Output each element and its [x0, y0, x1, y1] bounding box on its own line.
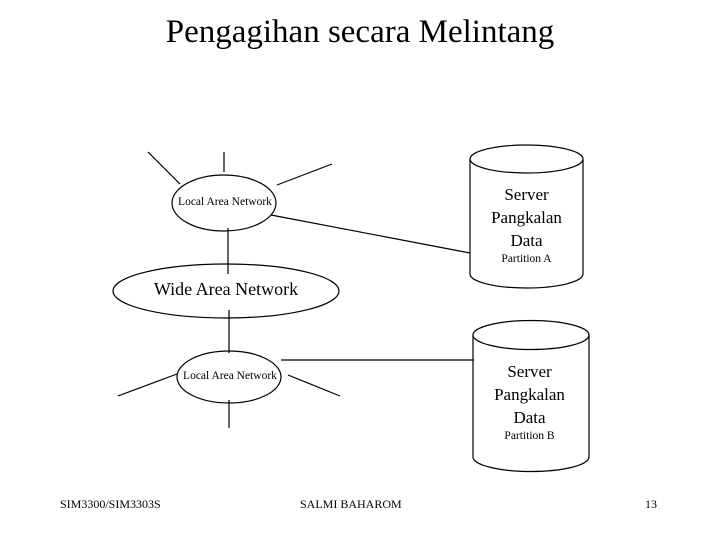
server-b-line-1: Server: [507, 362, 552, 381]
server-a-line-3: Data: [510, 231, 543, 250]
node-lan-bottom-shape: [176, 350, 282, 404]
node-label-server-b: Server Pangkalan Data Partition B: [471, 360, 588, 444]
stub-lan-top-north-east: [276, 163, 333, 186]
node-server-a-shape: [469, 144, 584, 289]
node-wan-shape: [112, 263, 340, 319]
node-label-wan: Wide Area Network: [153, 279, 299, 299]
page-title: Pengagihan secara Melintang: [165, 14, 555, 50]
footer-course-code: SIM3300/SIM3303S: [60, 497, 161, 511]
server-a-line-2: Pangkalan: [491, 208, 562, 227]
node-label-lan-top: Local Area Network: [178, 196, 272, 208]
footer-page-number: 13: [645, 497, 657, 511]
server-a-line-1: Server: [504, 185, 549, 204]
footer-author: SALMI BAHAROM: [300, 497, 402, 511]
node-server-b-shape: [472, 319, 590, 473]
server-b-partition-label: Partition B: [504, 430, 555, 442]
node-label-server-a: Server Pangkalan Data Partition A: [468, 183, 585, 267]
stub-lan-top-north-west: [147, 151, 181, 185]
node-lan-top-shape: [171, 174, 277, 232]
stub-lan-bottom-south-west: [117, 373, 178, 397]
edge-lan-top-to-server-a: [270, 214, 471, 254]
server-a-partition-label: Partition A: [501, 253, 552, 265]
stub-lan-bottom-south-east: [287, 374, 341, 397]
server-b-line-3: Data: [513, 408, 546, 427]
node-label-lan-bottom: Local Area Network: [183, 370, 277, 382]
server-b-line-2: Pangkalan: [494, 385, 565, 404]
